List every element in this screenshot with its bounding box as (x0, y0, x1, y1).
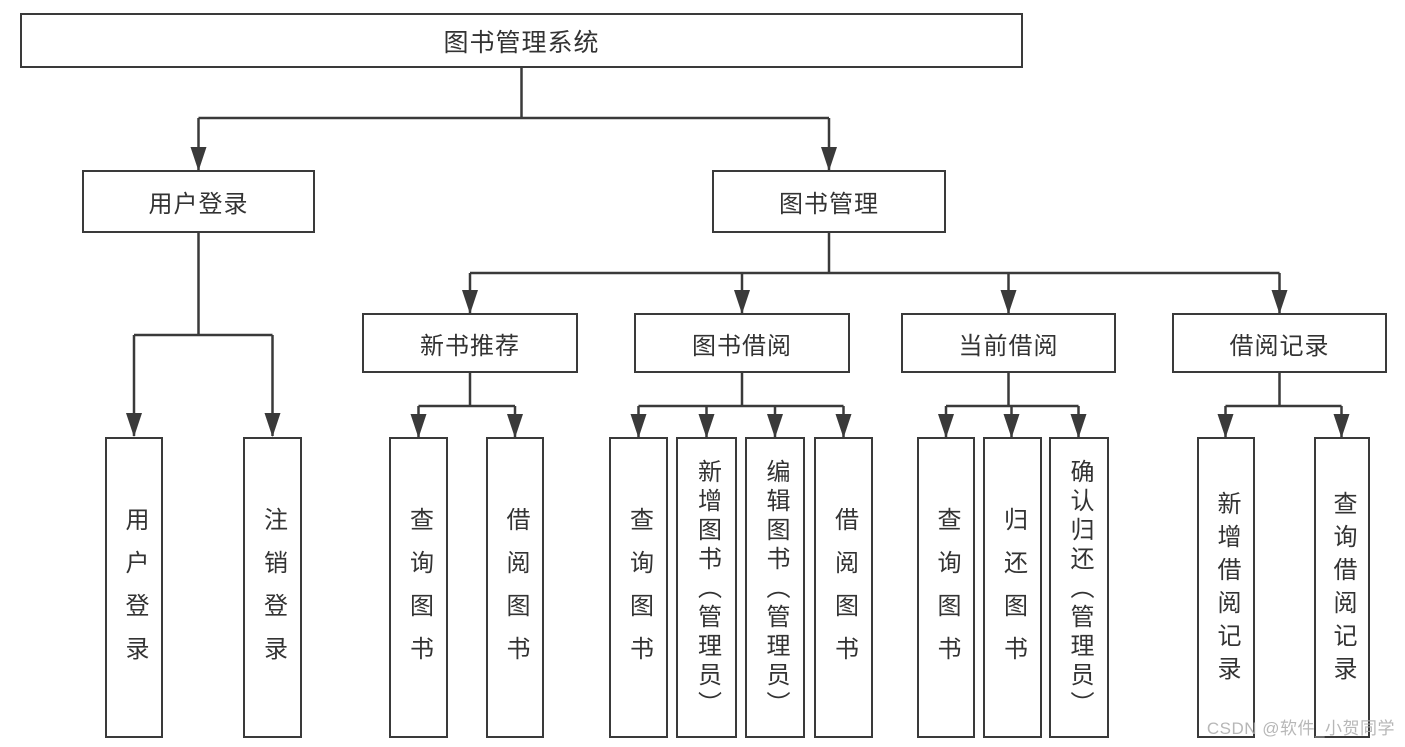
leaf-recommend-borrow-books-label: 借阅图书 (502, 506, 529, 679)
leaf-user-login: 用户登录 (105, 437, 163, 738)
node-book-borrow-label: 图书借阅 (692, 332, 792, 360)
node-book-borrow: 图书借阅 (634, 313, 850, 373)
node-book-management: 图书管理 (712, 170, 946, 233)
node-user-login-label: 用户登录 (148, 191, 249, 218)
node-new-book-recommend: 新书推荐 (362, 313, 578, 373)
connector-book-management (462, 233, 1288, 314)
leaf-recommend-borrow-books: 借阅图书 (486, 437, 544, 738)
leaf-add-borrow-record-label: 新增借阅记录 (1213, 491, 1240, 689)
leaf-user-login-label: 用户登录 (121, 506, 148, 679)
node-new-book-recommend-label: 新书推荐 (420, 332, 520, 360)
leaf-logout: 注销登录 (243, 437, 302, 738)
leaf-confirm-return-admin: 确认归还（管理员） (1049, 437, 1109, 738)
leaf-return-books: 归还图书 (983, 437, 1042, 738)
node-borrow-records-label: 借阅记录 (1229, 332, 1330, 360)
node-current-borrow-label: 当前借阅 (958, 332, 1059, 360)
leaf-query-borrow-record: 查询借阅记录 (1314, 437, 1370, 738)
leaf-current-query-books-label: 查询图书 (933, 506, 960, 679)
leaf-confirm-return-admin-label: 确认归还（管理员） (1066, 458, 1093, 720)
leaf-edit-books-admin: 编辑图书（管理员） (745, 437, 805, 738)
leaf-query-borrow-record-label: 查询借阅记录 (1329, 491, 1356, 689)
leaf-borrow-query-books-label: 查询图书 (625, 506, 653, 679)
leaf-borrow-books-label: 借阅图书 (830, 506, 858, 679)
leaf-logout-label: 注销登录 (259, 506, 287, 679)
leaf-recommend-query-books: 查询图书 (389, 437, 448, 738)
leaf-return-books-label: 归还图书 (999, 506, 1027, 679)
leaf-borrow-books: 借阅图书 (814, 437, 873, 738)
leaf-current-query-books: 查询图书 (917, 437, 975, 738)
connector-new-book-recommend (410, 373, 523, 438)
node-root-system: 图书管理系统 (20, 13, 1023, 68)
connector-user-login (126, 233, 281, 437)
csdn-watermark: CSDN @软件_小贺同学 (1206, 719, 1395, 738)
connector-borrow-records (1217, 373, 1350, 438)
leaf-edit-books-admin-label: 编辑图书（管理员） (762, 458, 789, 720)
connector-current-borrow (938, 373, 1087, 438)
node-user-login: 用户登录 (82, 170, 315, 233)
connector-book-borrow (630, 373, 852, 438)
leaf-add-borrow-record: 新增借阅记录 (1197, 437, 1255, 738)
node-borrow-records: 借阅记录 (1172, 313, 1387, 373)
leaf-recommend-query-books-label: 查询图书 (405, 506, 433, 679)
connector-root (190, 68, 837, 171)
node-root-label: 图书管理系统 (443, 28, 600, 57)
node-book-management-label: 图书管理 (779, 191, 879, 218)
leaf-add-books-admin-label: 新增图书（管理员） (693, 458, 721, 720)
leaf-add-books-admin: 新增图书（管理员） (676, 437, 737, 738)
node-current-borrow: 当前借阅 (901, 313, 1116, 373)
leaf-borrow-query-books: 查询图书 (609, 437, 668, 738)
